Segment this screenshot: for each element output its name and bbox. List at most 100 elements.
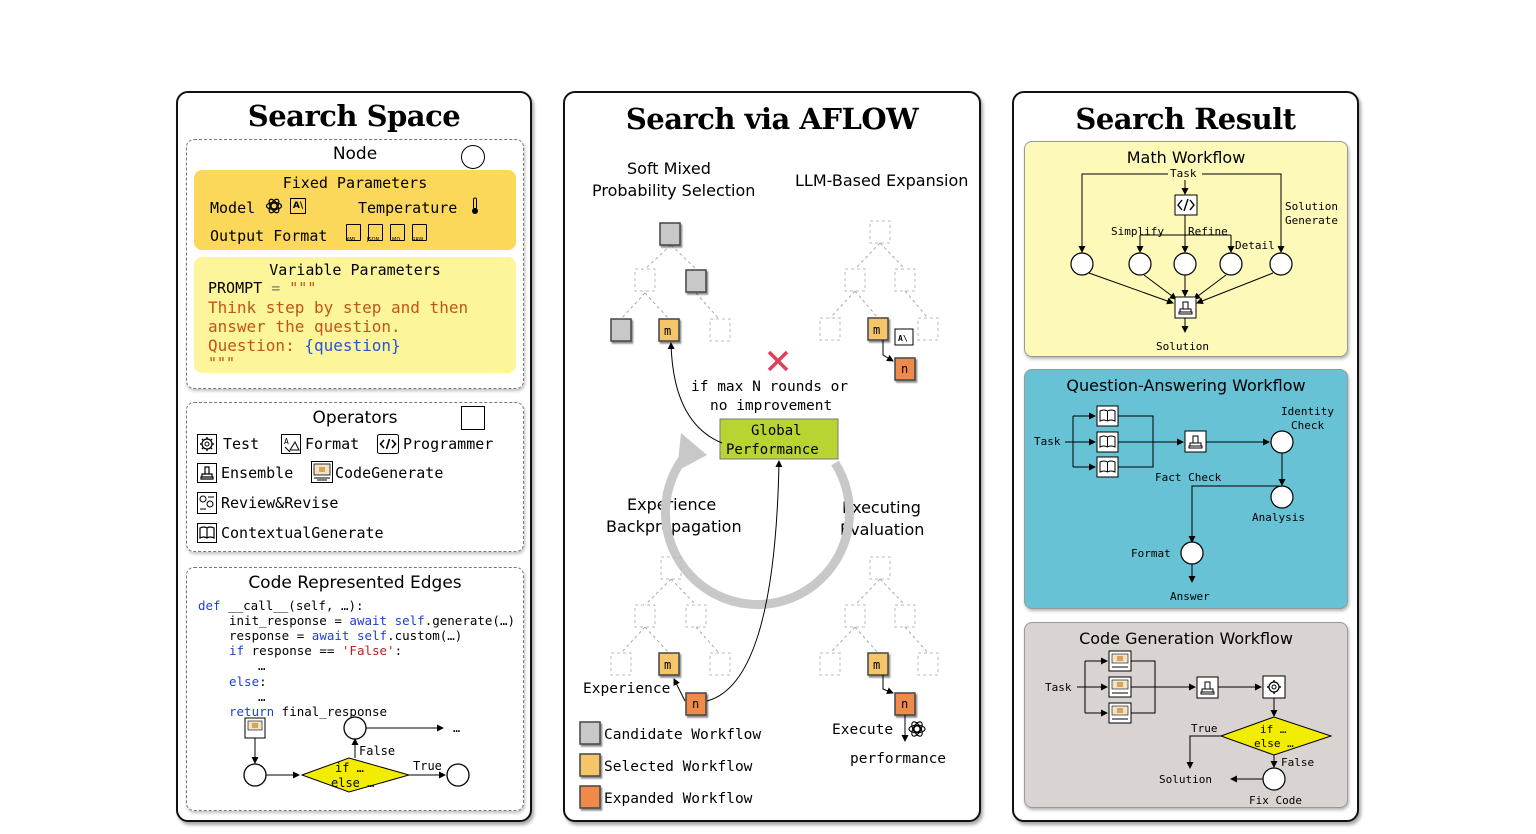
- prompt-close: """: [208, 354, 236, 372]
- math-workflow-box: Math Workflow Task Simplify Refine Detai…: [1024, 141, 1348, 357]
- tree4-m-label: m: [873, 658, 880, 672]
- true-node: [446, 763, 470, 787]
- qa-book-node-3: [1096, 456, 1119, 478]
- legend-candidate-swatch: [579, 721, 601, 745]
- search-result-title: Search Result: [1075, 102, 1296, 136]
- execute-openai-icon: [908, 721, 926, 737]
- qa-format-node: [1180, 541, 1204, 565]
- code-workflow-box: Code Generation Workflow Task if … el: [1024, 622, 1348, 808]
- code-line-6: else:: [229, 674, 267, 689]
- cycle-arrow: [661, 448, 854, 609]
- qa-analysis-label: Analysis: [1252, 511, 1305, 524]
- code-fixcode-label: Fix Code: [1249, 794, 1302, 807]
- qa-identity-node: [1270, 430, 1294, 454]
- book-icon: [197, 523, 217, 543]
- tree3-m-label: m: [664, 658, 671, 672]
- operator-contextual-label: ContextualGenerate: [221, 524, 384, 542]
- tree1-candidate-left: [610, 318, 632, 342]
- code-icon: [377, 434, 399, 454]
- tree2-anthropic-glyph: A\: [898, 334, 908, 343]
- soft-mixed-label-1: Soft Mixed: [627, 159, 711, 178]
- code-solution-label: Solution: [1159, 773, 1212, 786]
- aflow-panel: Search via AFLOW Soft Mixed Probability …: [563, 91, 981, 822]
- variable-parameters-card: Variable Parameters PROMPT = """ Think s…: [194, 257, 516, 373]
- operator-ensemble-label: Ensemble: [221, 464, 294, 482]
- global-performance-line-2: Performance: [726, 442, 819, 458]
- math-simplify-label: Simplify: [1111, 225, 1164, 238]
- math-node-4: [1219, 252, 1243, 276]
- qa-workflow-box: Question-Answering Workflow Task Identit…: [1024, 369, 1348, 609]
- fixed-parameters-title: Fixed Parameters: [282, 174, 428, 192]
- tree2-selected-m: [867, 317, 889, 341]
- search-space-panel: Search Space Node Fixed Parameters Model…: [176, 91, 532, 822]
- prompt-line-3: Question: {question}: [208, 336, 401, 355]
- experience-word: Experience: [583, 681, 670, 697]
- tree4-root: [869, 556, 891, 580]
- math-node-2: [1128, 252, 1152, 276]
- anthropic-icon: A\: [290, 198, 306, 214]
- tree3-expanded-n: [685, 692, 707, 716]
- performance-word: performance: [850, 751, 946, 767]
- code-test-node: [1262, 675, 1286, 699]
- thermometer-icon: [472, 197, 478, 214]
- tree3-mid-right: [685, 604, 707, 628]
- openai-icon: [265, 198, 283, 214]
- tree3-leaf-right: [709, 652, 731, 676]
- question-var: {question}: [304, 336, 401, 355]
- qa-ensemble-node: [1184, 430, 1207, 453]
- node-box: Node Fixed Parameters Model A\ Temperatu…: [186, 139, 524, 389]
- code-diamond-text-1: if …: [1260, 723, 1287, 736]
- qa-book-node-1: [1096, 405, 1119, 427]
- execute-word: Execute: [832, 722, 893, 738]
- operators-label: Operators: [312, 408, 398, 428]
- xml-file-icon: XML: [346, 224, 361, 243]
- format-icon: A: [281, 434, 301, 454]
- math-refine-label: Refine: [1188, 225, 1228, 238]
- code-line-3: response = await self.custom(…): [229, 628, 463, 643]
- format-file-icons: XML JSON MD RAW: [346, 224, 436, 244]
- tree4-selected-m: [867, 652, 889, 676]
- operator-test-label: Test: [223, 435, 260, 453]
- operator-square-icon: [461, 406, 485, 430]
- qa-identity-label-1: Identity: [1281, 405, 1334, 418]
- code-ensemble-node: [1196, 676, 1219, 699]
- tree2-mid-left: [844, 268, 866, 292]
- experience-backprop-2: Backpropagation: [606, 517, 742, 536]
- review-icon: [197, 492, 217, 514]
- executing-label-1: Executing: [842, 498, 921, 517]
- edges-ellipsis: …: [453, 721, 460, 735]
- search-space-title: Search Space: [247, 99, 461, 133]
- experience-backprop-1: Experience: [627, 495, 717, 514]
- variable-parameters-title: Variable Parameters: [269, 261, 441, 279]
- qa-task-label: Task: [1034, 435, 1061, 448]
- global-performance-box: [719, 418, 839, 460]
- executing-label-2: Evaluation: [840, 520, 925, 539]
- md-file-icon: MD: [390, 224, 405, 243]
- question-prefix: Question:: [208, 336, 305, 355]
- edges-diamond-text-1: if …: [335, 761, 364, 775]
- stop-cross: [767, 350, 789, 372]
- tree4-mid-right: [894, 604, 916, 628]
- math-solgen-label-1: Solution: [1285, 200, 1338, 213]
- operator-format-label: Format: [305, 435, 360, 453]
- tree2-leaf-right: [917, 317, 939, 341]
- tree-evaluation: [829, 578, 929, 654]
- code-line-5: …: [258, 658, 266, 673]
- legend-candidate-label: Candidate Workflow: [604, 727, 761, 743]
- aflow-title: Search via AFLOW: [625, 102, 919, 136]
- tree1-m-label: m: [664, 324, 671, 338]
- math-node-1: [1070, 252, 1094, 276]
- prompt-open: """: [289, 279, 317, 297]
- tree2-anthropic-icon: [894, 328, 914, 346]
- output-format-label: Output Format: [210, 227, 328, 245]
- llm-expansion-label: LLM-Based Expansion: [795, 171, 969, 190]
- code-line-7: …: [258, 689, 266, 704]
- operators-box: Operators Test A Format Programmer Ensem…: [186, 402, 524, 552]
- qa-factcheck-label: Fact Check: [1155, 471, 1222, 484]
- qa-workflow-title: Question-Answering Workflow: [1066, 376, 1306, 395]
- arrow-experience-to-global: [706, 460, 783, 702]
- legend-expanded-swatch: [579, 785, 601, 809]
- math-solgen-label-2: Generate: [1285, 214, 1338, 227]
- tree4-leaf-right: [917, 652, 939, 676]
- code-task-label: Task: [1045, 681, 1072, 694]
